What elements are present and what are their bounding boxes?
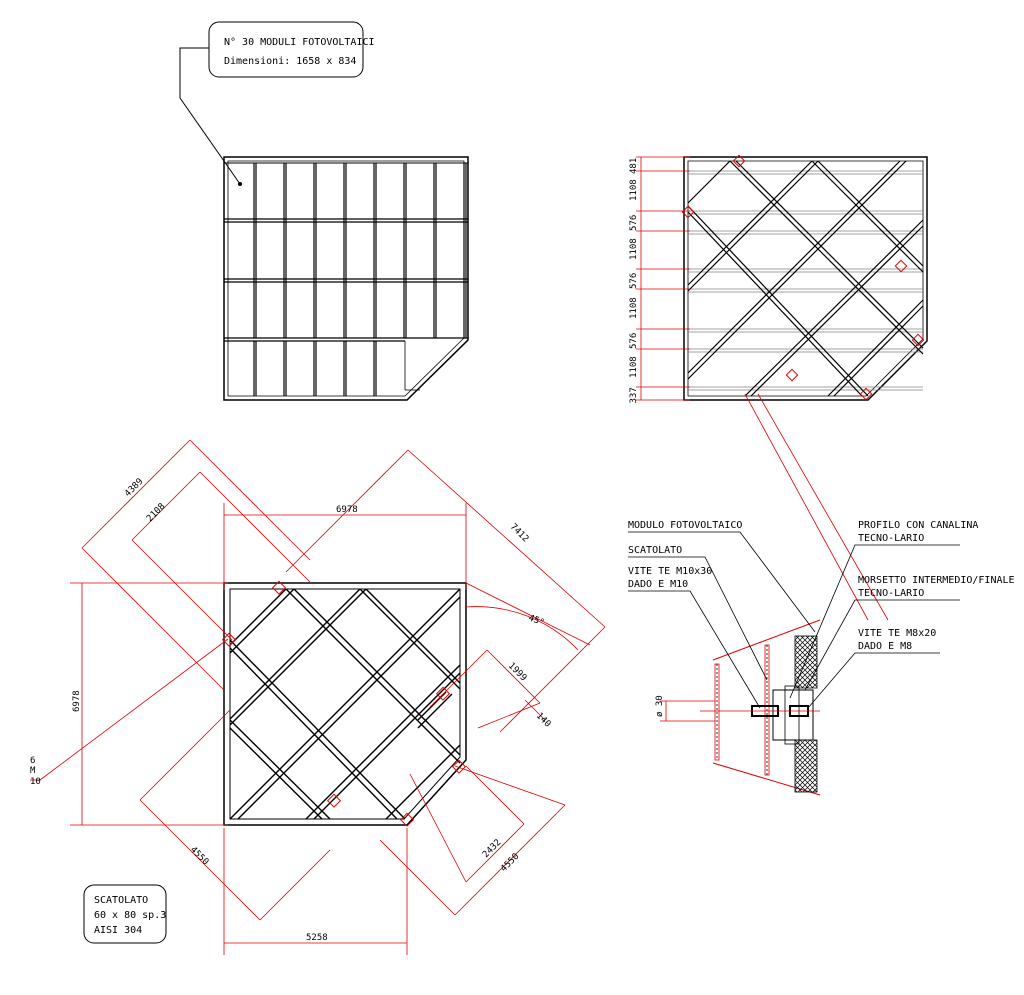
label-vite2-line1: VITE TE M8x20 bbox=[858, 628, 936, 639]
label-vite1-line1: VITE TE M10x30 bbox=[628, 566, 712, 577]
modules-size-label: Dimensioni: 1658 x 834 bbox=[224, 56, 356, 67]
dim-4550-left: 4550 bbox=[188, 845, 210, 867]
side-dim-label: 576 bbox=[629, 215, 639, 231]
label-scatolato: SCATOLATO bbox=[628, 545, 682, 556]
dim-7412: 7412 bbox=[508, 522, 530, 544]
profile-type-label: SCATOLATO bbox=[94, 895, 148, 906]
side-dim-label: 576 bbox=[629, 273, 639, 289]
label-vite1-line2: DADO E M10 bbox=[628, 579, 688, 590]
module-layout-view: N° 30 MODULI FOTOVOLTAICI Dimensioni: 16… bbox=[179, 21, 469, 401]
side-dim-label: 337 bbox=[629, 387, 639, 403]
bolt-label-bottom: 10 bbox=[30, 777, 41, 787]
modules-count-label: N° 30 MODULI FOTOVOLTAICI bbox=[224, 37, 375, 48]
side-dim-label: 1108 bbox=[629, 356, 639, 378]
profile-material-label: AISI 304 bbox=[94, 925, 142, 936]
label-vite2-line2: DADO E M8 bbox=[858, 641, 912, 652]
dim-top: 6978 bbox=[336, 505, 358, 515]
dim-2108: 2108 bbox=[145, 502, 167, 524]
label-profilo-line1: PROFILO CON CANALINA bbox=[858, 520, 978, 531]
label-morsetto-line2: TECNO-LARIO bbox=[858, 588, 924, 599]
dim-2432: 2432 bbox=[481, 838, 503, 860]
bolt-label-mid: M bbox=[30, 766, 36, 776]
side-dim-label: 1108 bbox=[629, 297, 639, 319]
dim-4550-right: 4550 bbox=[499, 852, 521, 874]
side-dim-label: 481 bbox=[629, 158, 639, 174]
label-morsetto-line1: MORSETTO INTERMEDIO/FINALE bbox=[858, 575, 1015, 586]
label-modulo: MODULO FOTOVOLTAICO bbox=[628, 520, 742, 531]
profile-size-label: 60 x 80 sp.3 bbox=[94, 910, 166, 921]
dim-140: 140 bbox=[534, 711, 553, 730]
frame-plan-view: 481 1108 576 1108 576 1108 576 1108 337 bbox=[629, 154, 928, 621]
detail-dim-30: ø 30 bbox=[655, 695, 665, 717]
side-dim-label: 1108 bbox=[629, 179, 639, 201]
section-detail: ø 30 MODULO FOTOVOLTAICO SCATOLATO VITE … bbox=[628, 520, 1015, 796]
dim-left: 6978 bbox=[72, 690, 82, 712]
dim-angle: 45° bbox=[527, 613, 546, 628]
label-profilo-line2: TECNO-LARIO bbox=[858, 533, 924, 544]
bolt-label-top: 6 bbox=[30, 756, 35, 766]
side-dim-label: 1108 bbox=[629, 238, 639, 260]
side-dim-label: 576 bbox=[629, 333, 639, 349]
dim-bottom: 5258 bbox=[306, 933, 328, 943]
main-plan-view: 6978 6978 5258 4389 2108 7412 45° 1999 1… bbox=[30, 439, 606, 955]
